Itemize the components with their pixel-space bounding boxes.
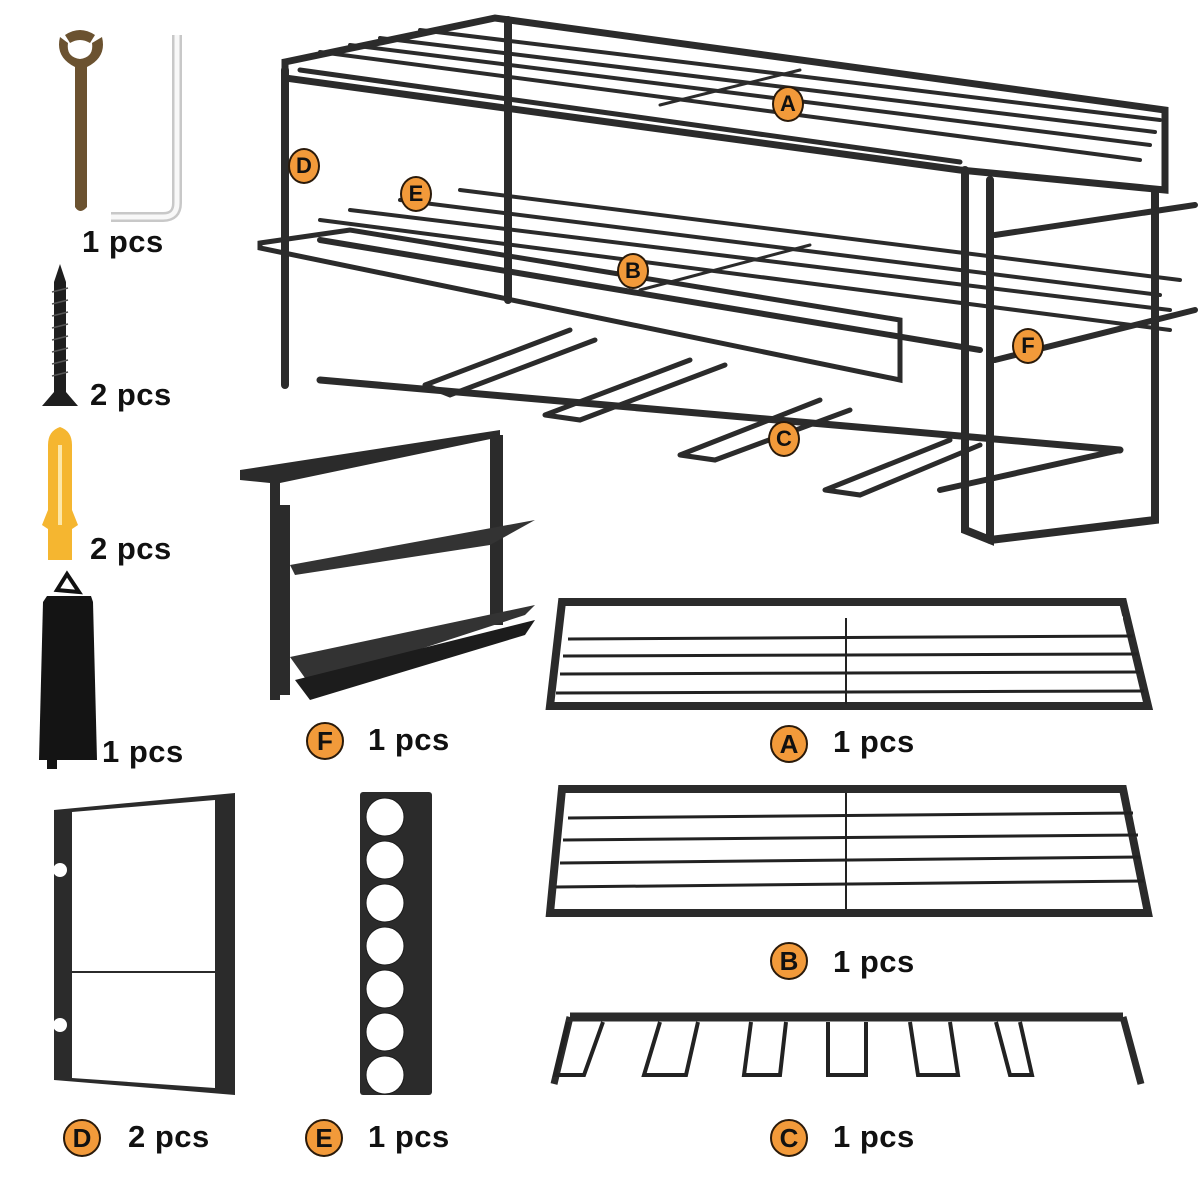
assembly-label-e: E <box>400 176 432 212</box>
hex-key-icon <box>111 35 182 222</box>
part-a-label: A <box>770 725 808 763</box>
part-b-shelf <box>545 785 1153 917</box>
part-e-strip <box>360 792 432 1095</box>
part-b-label: B <box>770 942 808 980</box>
part-a-shelf <box>545 598 1154 710</box>
wrench-qty: 1 pcs <box>82 224 164 259</box>
part-d-label: D <box>63 1119 101 1157</box>
part-f-label: F <box>306 722 344 760</box>
part-b-qty: 1 pcs <box>833 944 915 979</box>
assembly-label-b: B <box>617 253 649 289</box>
part-f-bracket <box>240 430 535 700</box>
part-e-qty: 1 pcs <box>368 1119 450 1154</box>
wall-anchor-qty: 2 pcs <box>90 531 172 566</box>
wrench-icon <box>59 30 103 211</box>
hook-strap-qty: 1 pcs <box>102 734 184 769</box>
assembly-label-a: A <box>772 86 804 122</box>
part-d-qty: 2 pcs <box>128 1119 210 1154</box>
hook-strap-icon <box>39 570 97 769</box>
assembled-rack-diagram <box>257 14 1198 546</box>
part-f-qty: 1 pcs <box>368 722 450 757</box>
assembly-label-d: D <box>288 148 320 184</box>
part-c-label: C <box>770 1119 808 1157</box>
part-e-label: E <box>305 1119 343 1157</box>
wall-anchor-icon <box>42 427 78 560</box>
part-c-qty: 1 pcs <box>833 1119 915 1154</box>
part-a-qty: 1 pcs <box>833 724 915 759</box>
part-d-side-frame <box>53 793 235 1095</box>
screw-qty: 2 pcs <box>90 377 172 412</box>
screw-icon <box>42 264 78 406</box>
part-c-base-rack <box>550 1012 1145 1085</box>
assembly-label-f: F <box>1012 328 1044 364</box>
assembly-label-c: C <box>768 421 800 457</box>
